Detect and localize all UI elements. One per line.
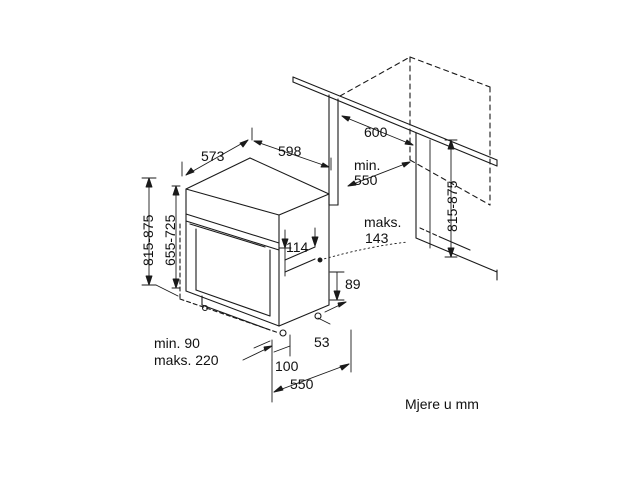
dim-door-clearance-max-label: maks.: [364, 214, 402, 230]
dim-niche-depth-min-value: 550: [354, 172, 378, 188]
dim-appliance-width: 598: [278, 143, 302, 159]
dim-total-depth: 550: [290, 376, 314, 392]
dim-niche-height-right: 815-875: [444, 180, 460, 232]
niche-cabinet: [292, 56, 498, 281]
dim-plinth-depth: 100: [275, 358, 299, 374]
dim-front-max: maks. 220: [154, 352, 219, 368]
dim-side-height: 89: [345, 276, 361, 292]
dim-foot-offset: 53: [314, 334, 330, 350]
dim-niche-width: 600: [364, 124, 388, 140]
dim-niche-depth-min-label: min.: [354, 157, 381, 173]
dishwasher-body: [179, 157, 330, 337]
niche-dimension-lines: [341, 115, 458, 258]
dishwasher-dimension-lines: [141, 127, 409, 403]
dim-front-min: min. 90: [154, 335, 200, 351]
dim-niche-height-left: 815-875: [140, 214, 156, 266]
dim-appliance-height: 655-725: [162, 214, 178, 266]
dim-appliance-depth: 573: [201, 148, 225, 164]
dim-top-panel-gap: 114: [286, 239, 309, 255]
dim-door-clearance-max-value: 143: [365, 230, 389, 246]
units-note: Mjere u mm: [405, 396, 479, 412]
